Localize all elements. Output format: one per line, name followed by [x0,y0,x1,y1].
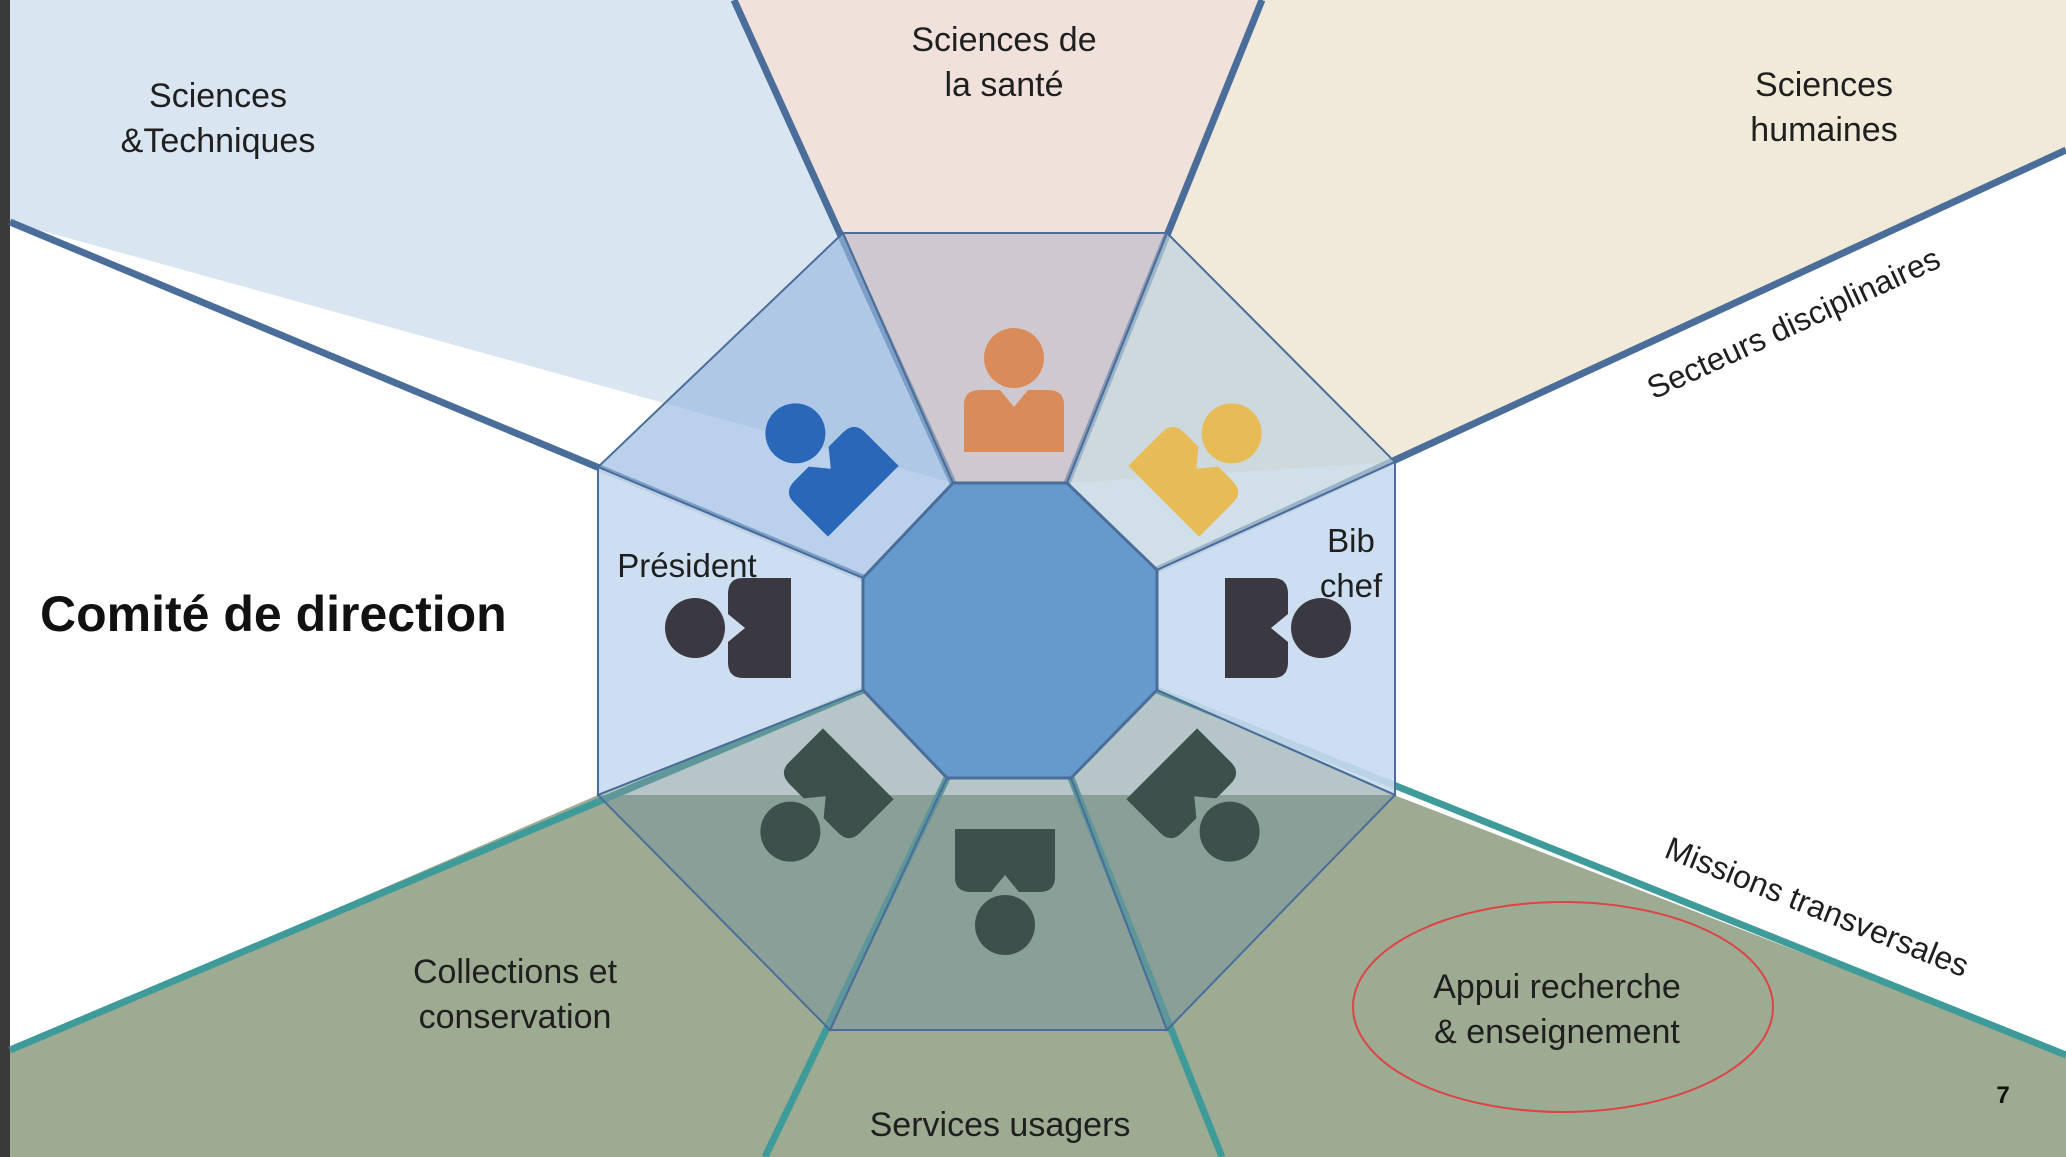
sector-label-sciences-techniques-2: &Techniques [121,122,316,160]
sector-label-sciences-humaines-1: Sciences [1755,66,1893,104]
page-number: 7 [1996,1082,2009,1109]
person-icon [1126,728,1260,862]
sector-label-appui-2: & enseignement [1434,1013,1680,1051]
sector-label-collections-2: conservation [419,998,612,1036]
seat-label-president: Président [617,547,756,584]
sector-label-sciences-sante-1: Sciences de [911,21,1096,59]
person-icon [665,578,791,678]
sector-label-sciences-humaines-2: humaines [1750,111,1897,149]
sector-label-sciences-techniques-1: Sciences [149,77,287,115]
highlight-ellipse [1352,901,1774,1113]
sector-label-sciences-sante-2: la santé [944,66,1063,104]
person-icon [1225,578,1351,678]
sector-label-collections-1: Collections et [413,953,618,991]
person-icon [1128,403,1262,537]
person-icon [955,829,1055,955]
page-title: Comité de direction [40,586,507,642]
seat-label-bib: Bib [1327,522,1375,559]
center-table [861,481,1159,780]
sector-label-services-usagers: Services usagers [870,1106,1131,1144]
sector-sciences-humaines [1067,0,2066,483]
sector-label-appui-1: Appui recherche [1433,968,1681,1006]
person-icon [760,728,894,862]
person-icon [765,403,899,537]
person-icon [964,328,1064,452]
seat-label-chef: chef [1320,567,1383,604]
